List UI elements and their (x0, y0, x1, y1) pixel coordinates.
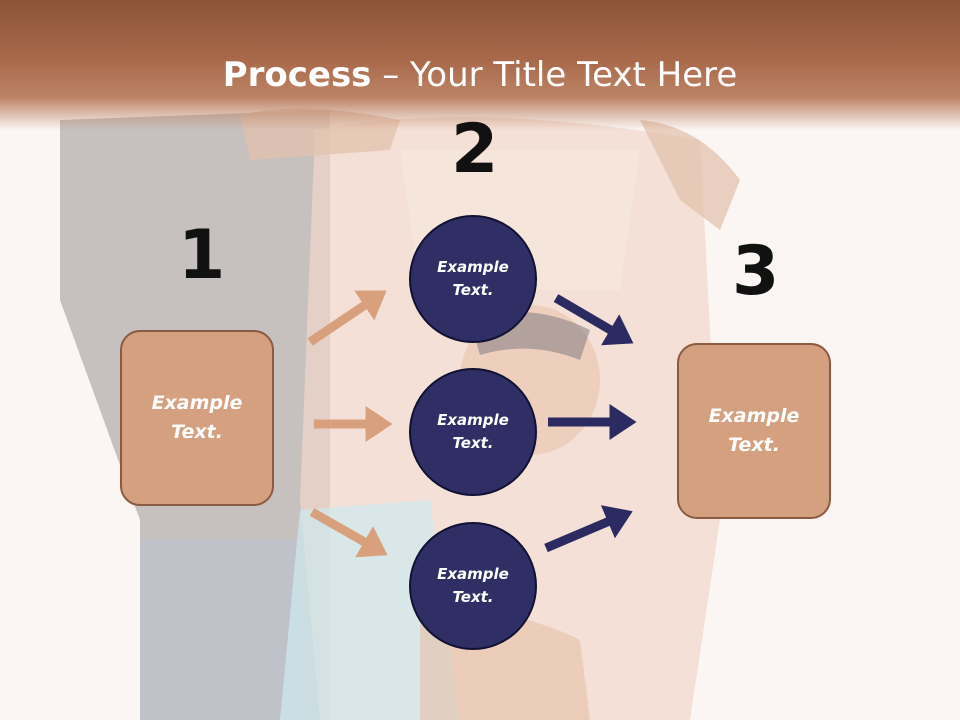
title-rest: – Your Title Text Here (371, 55, 738, 95)
left-box-text: Example Text. (151, 392, 243, 443)
arrow-left-to-top (307, 290, 387, 346)
circle-middle-text: Example Text. (437, 411, 509, 452)
step-number-1: 1 (178, 216, 226, 295)
arrow-left-to-bottom (309, 508, 388, 558)
right-box-text: Example Text. (708, 405, 800, 456)
slide-title: Process – Your Title Text Here (0, 54, 960, 96)
circle-bottom: Example Text. (409, 522, 537, 650)
title-bar (0, 0, 960, 130)
right-box: Example Text. (677, 343, 831, 519)
circle-top: Example Text. (409, 215, 537, 343)
arrow-bottom-to-right (544, 505, 633, 553)
circle-middle: Example Text. (409, 368, 537, 496)
circle-top-text: Example Text. (437, 258, 509, 299)
step-number-3: 3 (732, 232, 780, 311)
circle-bottom-text: Example Text. (437, 565, 509, 606)
title-bold: Process (222, 55, 372, 95)
arrow-top-to-right (553, 294, 634, 346)
left-box: Example Text. (120, 330, 274, 506)
step-number-2: 2 (451, 110, 499, 189)
